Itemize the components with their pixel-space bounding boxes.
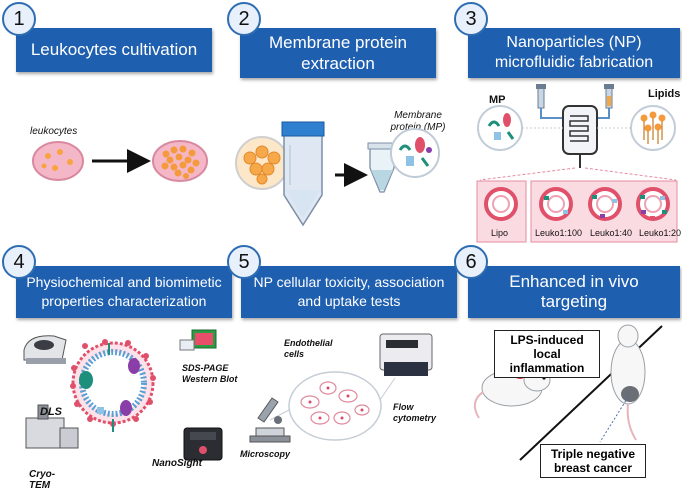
step-number-1: 1 (2, 2, 36, 36)
step-2-title: Membrane protein extraction (240, 28, 436, 78)
leuko-1-20-label: Leuko1:20 (639, 228, 682, 238)
leuko-1-40-label: Leuko1:40 (590, 228, 633, 238)
step-1-title: Leukocytes cultivation (16, 28, 212, 72)
step-1-title-text: Leukocytes cultivation (30, 40, 198, 59)
triple-negative-box: Triple negative breast cancer (540, 444, 646, 478)
step-number-4: 4 (2, 245, 36, 279)
step-6-title: Enhanced in vivo targeting (468, 266, 680, 318)
step-2-title-text: Membrane protein extraction (269, 33, 407, 73)
microscopy-label: Microscopy (240, 449, 291, 459)
flow-cytometry-label: Flow cytometry (393, 402, 437, 423)
step-number-3: 3 (454, 2, 488, 36)
membrane-protein-label: Membrane protein (MP) (390, 110, 446, 133)
step-6-title-text: Enhanced in vivo targeting (509, 272, 639, 311)
step-5-title: NP cellular toxicity, association and up… (241, 266, 457, 318)
step-number-5: 5 (227, 245, 261, 279)
step-number-6: 6 (454, 245, 488, 279)
step-3-title: Nanoparticles (NP) microfluidic fabricat… (468, 28, 680, 78)
leukocytes-label: leukocytes (30, 126, 78, 137)
step-5-title-text: NP cellular toxicity, association and up… (253, 274, 445, 309)
step-number-2: 2 (227, 2, 261, 36)
sds-page-label: SDS-PAGE Western Blot (182, 363, 238, 384)
lipo-label: Lipo (491, 228, 509, 238)
nanosight-label: NanoSight (152, 458, 202, 469)
dls-label: DLS (40, 406, 62, 418)
step-4-title: Physiochemical and biomimetic properties… (16, 266, 232, 318)
endothelial-cells-label: Endothelial cells (284, 338, 333, 359)
leuko-1-100-label: Leuko1:100 (535, 228, 583, 238)
step-4-title-text: Physiochemical and biomimetic properties… (26, 274, 222, 309)
lps-inflammation-box: LPS-induced local inflammation (494, 330, 600, 378)
cryo-tem-label: Cryo-TEM (29, 469, 56, 491)
mp-label: MP (489, 94, 506, 106)
lipids-label: Lipids (648, 88, 681, 100)
step-3-title-text: Nanoparticles (NP) microfluidic fabricat… (494, 34, 654, 71)
